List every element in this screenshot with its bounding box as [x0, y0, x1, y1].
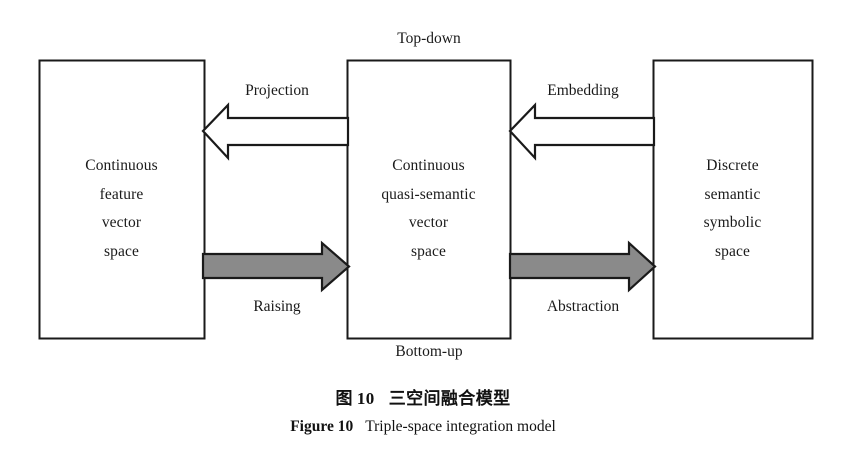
label-raising: Raising	[253, 298, 301, 315]
box-line: feature	[99, 185, 144, 203]
caption-chinese-title: 三空间融合模型	[388, 389, 511, 408]
box-line: vector	[408, 214, 449, 231]
box-line: vector	[101, 214, 142, 231]
label-bottom-up: Bottom-up	[395, 343, 463, 360]
box-line: semantic	[704, 185, 761, 203]
arrow-projection-shape	[201, 102, 350, 161]
box-line: space	[715, 242, 750, 260]
arrow-raising-shape	[201, 240, 351, 293]
box-text-discrete-semantic-symbolic-space: Discrete semantic symbolic space	[653, 152, 812, 266]
label-top-down: Top-down	[397, 30, 461, 47]
box-continuous-feature-vector-space	[38, 59, 206, 340]
figure-caption-english: Figure 10 Triple-space integration model	[0, 418, 846, 436]
box-text-continuous-quasi-semantic-vector-space: Continuous quasi-semantic vector space	[347, 152, 510, 266]
box-line: Continuous	[392, 157, 465, 174]
box-line: quasi-semantic	[381, 185, 476, 203]
box-line: Continuous	[85, 157, 158, 174]
box-text-continuous-feature-vector-space: Continuous feature vector space	[39, 152, 204, 266]
box-line: Discrete	[706, 157, 759, 174]
box-continuous-quasi-semantic-vector-space	[346, 59, 512, 340]
box-line: symbolic	[703, 214, 762, 231]
caption-english-prefix: Figure 10	[290, 418, 354, 435]
label-embedding: Embedding	[547, 82, 619, 99]
caption-number: 10	[356, 389, 375, 408]
box-line: space	[104, 242, 139, 260]
caption-english-title: Triple-space integration model	[365, 418, 556, 435]
box-discrete-semantic-symbolic-space	[652, 59, 814, 340]
box-line: space	[411, 242, 446, 260]
arrow-embedding-shape	[508, 102, 656, 161]
label-projection: Projection	[245, 82, 309, 99]
label-abstraction: Abstraction	[546, 298, 620, 315]
caption-chinese-prefix: 图	[335, 389, 353, 408]
arrow-abstraction-shape	[508, 240, 657, 293]
